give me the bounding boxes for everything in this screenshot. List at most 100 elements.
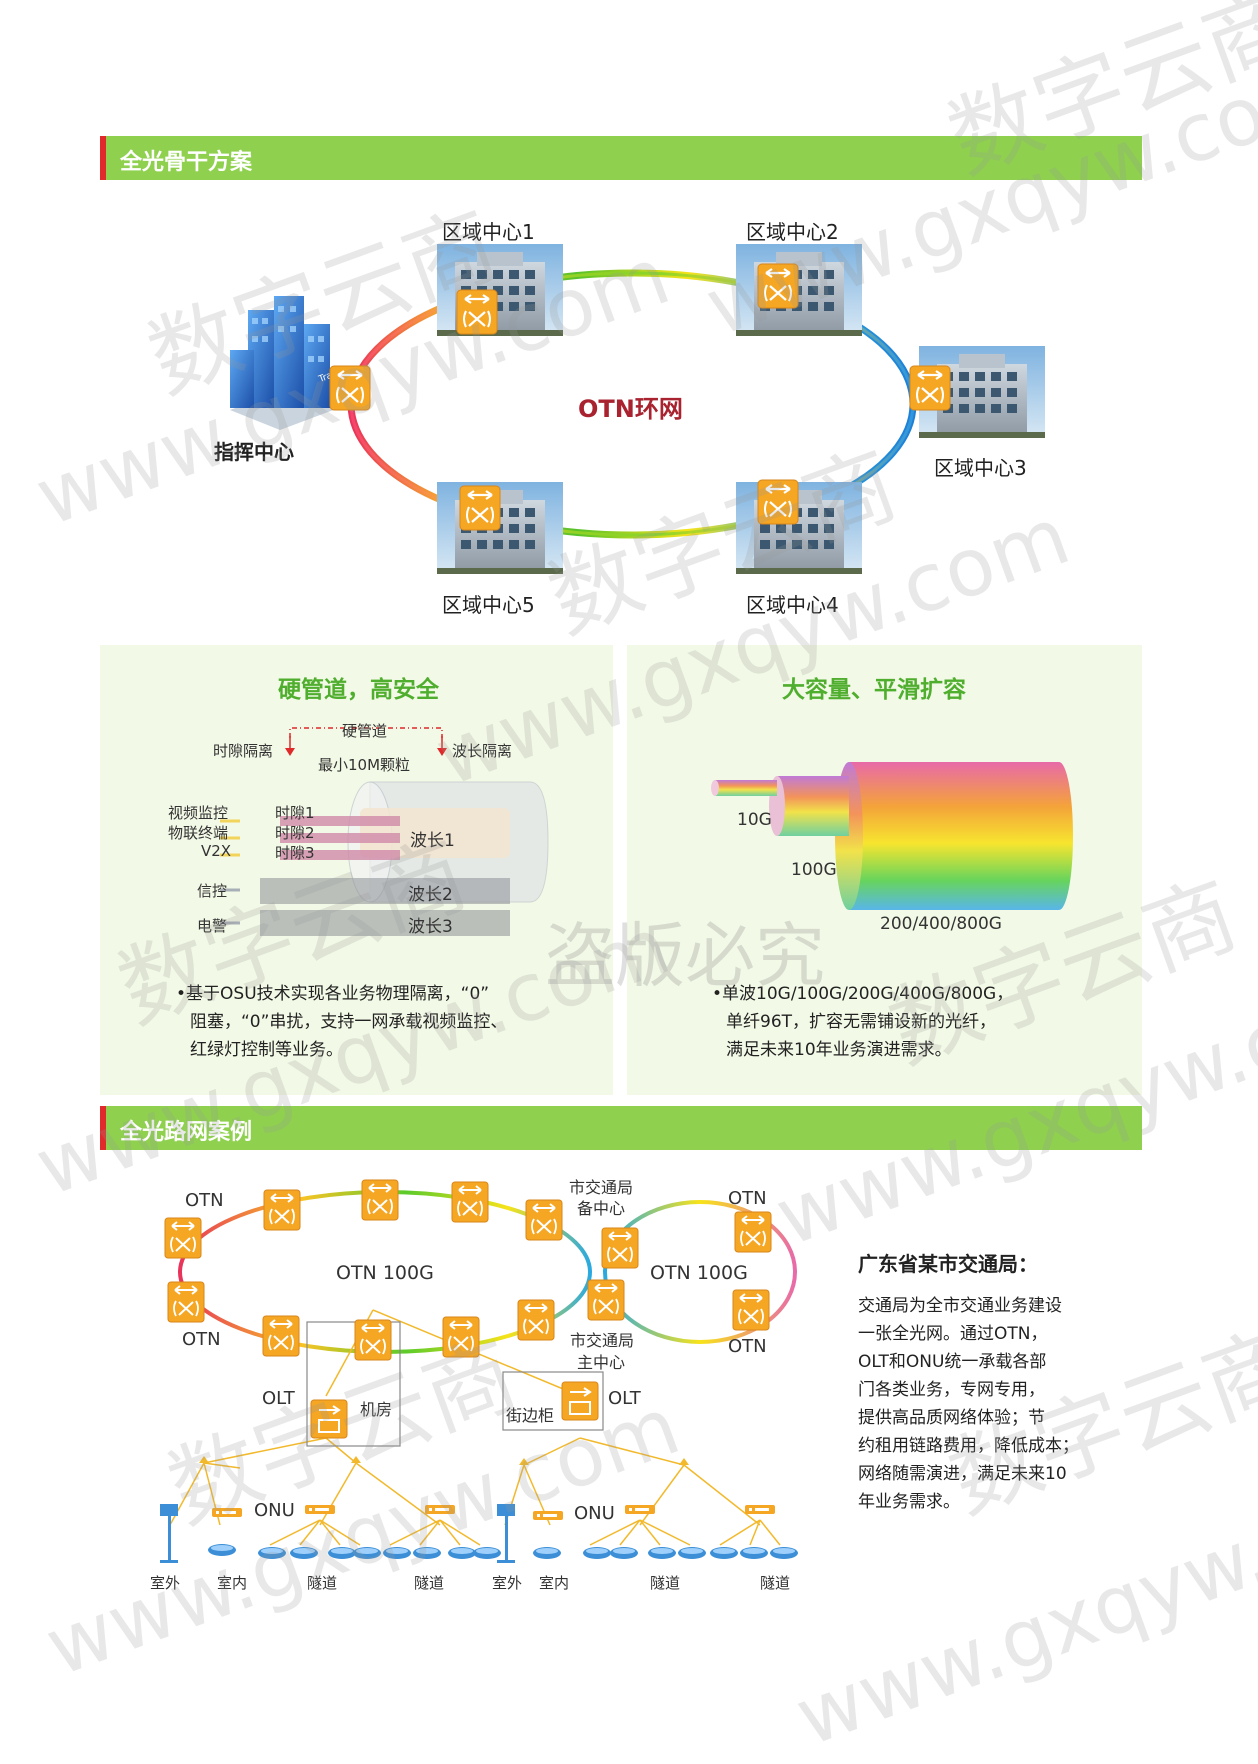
security-bullet-line-1: •基于OSU技术实现各业务物理隔离，“0”	[176, 984, 490, 1004]
otn-node-region-1	[455, 288, 499, 336]
case-heading: 广东省某市交通局：	[858, 1252, 1038, 1276]
section-title: 全光骨干方案	[120, 150, 253, 175]
case-otn-node-5	[525, 1199, 563, 1241]
olt-room-label: OLT	[262, 1388, 295, 1409]
backup-center-label-1: 市交通局	[569, 1178, 634, 1197]
onu-indoor-1	[212, 1508, 242, 1517]
case-otn-node-9	[262, 1315, 300, 1357]
case-otn-label-2: OTN	[182, 1329, 221, 1350]
min-grain-label: 最小10M颗粒	[318, 756, 411, 774]
capacity-bullet-line-1: •单波10G/100G/200G/400G/800G，	[712, 984, 1014, 1004]
olt-street	[561, 1381, 599, 1421]
capacity-diagram	[711, 762, 1073, 910]
street-label: 街边柜	[506, 1406, 555, 1425]
case-otn-label-3: OTN	[728, 1188, 767, 1209]
onu-street-2	[745, 1505, 775, 1514]
case-ring-right-label: OTN 100G	[650, 1262, 748, 1284]
region-center-3-label: 区域中心3	[934, 456, 1027, 480]
hard-pipe-label: 硬管道	[342, 722, 388, 740]
service-iot: 物联终端	[168, 824, 229, 842]
wave-1-label: 波长1	[410, 831, 455, 851]
case-desc-line-4: 门各类业务，专网专用，	[858, 1380, 1045, 1400]
case-desc-line-1: 交通局为全市交通业务建设	[858, 1296, 1062, 1316]
region-center-1-label: 区域中心1	[442, 220, 535, 244]
case-otn-node-1	[164, 1217, 202, 1259]
slot-isolation-label: 时隙隔离	[213, 742, 274, 760]
command-center-label: 指挥中心	[214, 440, 294, 464]
outdoor-pole-2	[497, 1504, 515, 1563]
case-otn-node-8	[354, 1319, 392, 1361]
slot-2-label: 时隙2	[275, 824, 315, 842]
section-accent	[100, 136, 106, 180]
wave-3-label: 波长3	[408, 917, 453, 937]
camera-room-8	[473, 1547, 501, 1559]
region-center-5-label: 区域中心5	[442, 593, 535, 617]
onu-room-2	[425, 1505, 455, 1514]
case-otn-node-r1	[734, 1211, 772, 1253]
olt-street-label: OLT	[608, 1388, 641, 1409]
camera-room-6	[413, 1547, 441, 1559]
region-center-4-label: 区域中心4	[746, 593, 839, 617]
olt-room	[310, 1399, 348, 1439]
capacity-bullet-line-3: 满足未来10年业务演进需求。	[726, 1040, 952, 1060]
case-otn-node-2	[263, 1189, 301, 1231]
case-desc-line-8: 年业务需求。	[858, 1492, 960, 1512]
outdoor-pole-1	[160, 1504, 178, 1563]
case-otn-backup	[601, 1227, 639, 1269]
camera-street-3	[648, 1547, 676, 1559]
cylinder-100g	[777, 776, 849, 836]
road-network-diagram	[160, 1179, 798, 1563]
otn-node-region-5	[458, 484, 502, 532]
region-center-1-building	[437, 244, 563, 336]
machine-room-frame	[306, 1321, 401, 1447]
camera-street-4	[678, 1547, 706, 1559]
camera-room-3	[328, 1547, 356, 1559]
case-description: 交通局为全市交通业务建设 一张全光网。通过OTN， OLT和ONU统一承载各部 …	[858, 1292, 1093, 1516]
otn-ring-label: OTN环网	[578, 395, 683, 423]
case-otn-label-1: OTN	[185, 1190, 224, 1211]
cap-10g-label: 10G	[737, 810, 772, 830]
cylinder-10g	[715, 780, 777, 796]
region-center-2-building	[736, 244, 862, 336]
street-cabinet-frame	[502, 1371, 604, 1431]
onu-street-1	[625, 1505, 655, 1514]
section-accent	[100, 1106, 106, 1150]
region-center-4-building	[736, 482, 862, 574]
indoor-label-2: 室内	[539, 1574, 570, 1592]
tree-room	[169, 1437, 441, 1526]
main-center-label-2: 主中心	[577, 1353, 626, 1372]
slot-3-label: 时隙3	[275, 844, 315, 862]
region-center-2-label: 区域中心2	[746, 220, 839, 244]
outdoor-label-2: 室外	[492, 1574, 523, 1592]
service-signal: 信控	[197, 882, 228, 900]
case-ring-right	[603, 1200, 797, 1344]
slot-1-band	[280, 816, 400, 826]
indoor-label-1: 室内	[217, 1574, 248, 1592]
panel-capacity-title: 大容量、平滑扩容	[782, 677, 966, 703]
cap-800g-label: 200/400/800G	[880, 914, 1002, 934]
service-police: 电警	[197, 917, 228, 935]
otn-node-command	[328, 364, 372, 412]
case-desc-line-6: 约租用链路费用，降低成本；	[858, 1436, 1079, 1456]
room-label: 机房	[360, 1400, 393, 1419]
slot-3-band	[280, 850, 400, 860]
isolation-diagram	[220, 727, 549, 936]
case-otn-node-10	[167, 1281, 205, 1323]
slot-1-label: 时隙1	[275, 804, 315, 822]
otn-ring-diagram: Trade Ce	[230, 244, 1045, 574]
onu-label-2: ONU	[574, 1503, 615, 1524]
hard-pipe-bracket	[289, 727, 443, 738]
cylinder-10g-start	[711, 780, 719, 796]
otn-node-region-2	[756, 262, 800, 310]
cap-100g-label: 100G	[791, 860, 837, 880]
case-desc-line-7: 网络随需演进，满足未来10	[858, 1464, 1067, 1484]
service-video: 视频监控	[168, 804, 229, 822]
case-otn-node-3	[361, 1179, 399, 1221]
camera-room-2	[290, 1547, 318, 1559]
case-otn-node-r2	[732, 1289, 770, 1331]
case-otn-label-4: OTN	[728, 1336, 767, 1357]
camera-room-7	[448, 1547, 476, 1559]
camera-room-5	[383, 1547, 411, 1559]
onu-label-1: ONU	[254, 1500, 295, 1521]
wave-3-band	[260, 910, 510, 936]
